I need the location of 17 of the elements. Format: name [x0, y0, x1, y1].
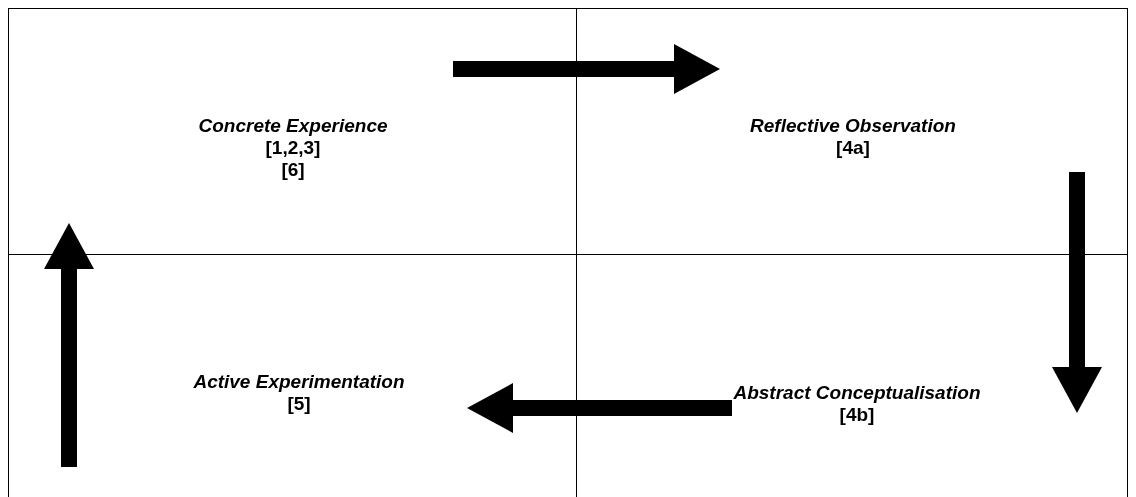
- quadrant-cell: [8, 8, 576, 254]
- reference-number: [5]: [287, 393, 311, 415]
- thick-arrow: [44, 223, 94, 467]
- thick-arrow: [467, 383, 732, 433]
- thick-arrow: [1052, 172, 1102, 413]
- reference-number: [6]: [281, 159, 305, 181]
- stage-title: Active Experimentation: [193, 371, 405, 393]
- reference-number: [4a]: [836, 137, 870, 159]
- stage-title: Concrete Experience: [198, 115, 388, 137]
- quadrant-cell: [576, 254, 1128, 497]
- quadrant-cell: [8, 254, 576, 497]
- reference-number: [4b]: [839, 404, 875, 426]
- stage-title: Reflective Observation: [750, 115, 956, 137]
- stage-title: Abstract Conceptualisation: [733, 382, 981, 404]
- thick-arrow: [453, 44, 720, 94]
- quadrant-cell: [576, 8, 1128, 254]
- reference-number: [1,2,3]: [265, 137, 321, 159]
